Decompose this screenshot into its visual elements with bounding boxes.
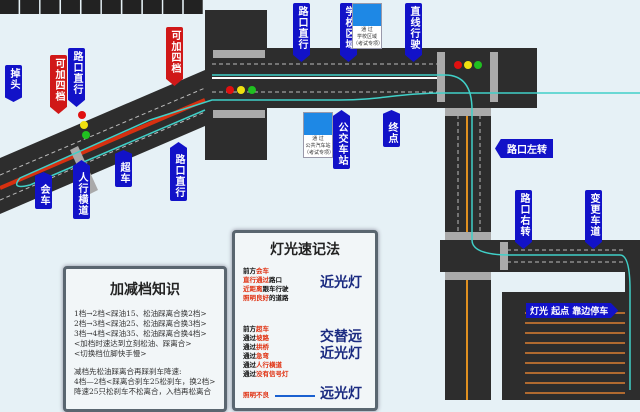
gear-panel-title: 加减档知识 — [110, 282, 180, 298]
tag-lane-change: 变更车道 — [585, 190, 602, 249]
school-zone-sign: 通 过学校区域（考试专项） — [352, 3, 383, 49]
light-condition: 直行通过路口 — [243, 276, 282, 284]
gear-line: 减档先松油踩离合再踩刹车降速: — [74, 367, 182, 376]
parking-banner: 灯光 起点 靠边停车 — [526, 303, 619, 318]
tag-meeting: 会车 — [35, 172, 52, 209]
tag-u-turn: 掉头 — [5, 65, 22, 102]
gear-line: 降速25只松刹车不松离合，入档再松离合 — [74, 387, 212, 396]
tag-bus-stop: 公交车站 — [333, 110, 350, 169]
light-group-2: 前方超车通过坡路通过拱桥通过急弯通过人行横道通过没有信号灯 — [243, 325, 289, 379]
light-condition: 通过拱桥 — [243, 343, 269, 351]
light-condition: 通过坡路 — [243, 334, 269, 342]
tag-end-point: 终点 — [383, 110, 400, 147]
gear-line: 1档→2档<踩油15、松油踩离合换2档> — [74, 309, 207, 318]
tag-add-gear-4-left: 可加四档 — [50, 55, 67, 114]
light-panel-title: 灯光速记法 — [270, 242, 340, 258]
result-alternate-line2: 近光灯 — [320, 346, 362, 362]
tag-straight-drive: 直线行驶 — [405, 3, 422, 62]
result-high-beam: 远光灯 — [320, 386, 362, 402]
school-warning-icon — [353, 4, 381, 26]
tag-left-turn: 路口左转 — [495, 139, 553, 158]
light-condition: 通过急弯 — [243, 352, 269, 360]
traffic-light-1 — [226, 86, 256, 94]
light-condition: 前方超车 — [243, 325, 269, 333]
result-alternate-line1: 交替远 — [320, 329, 362, 345]
light-memory-panel: 灯光速记法 前方会车直行通过路口近距离跟车行驶照明良好的道路 近光灯 前方超车通… — [232, 230, 378, 411]
traffic-light-3 — [78, 111, 90, 139]
tag-add-gear-4-right: 可加四档 — [166, 27, 183, 86]
light-condition: 通过没有信号灯 — [243, 370, 289, 378]
tag-crosswalk: 人行横道 — [73, 160, 90, 219]
gear-line: 2档→3档<踩油25、松油踩离合换3档> — [74, 319, 207, 328]
gear-line: 4档—2档<踩离合刹车25松刹车，换2档> — [74, 377, 216, 386]
tag-straight-2: 路口直行 — [293, 3, 310, 62]
gear-line: 3档→4档<踩油35、松油踩离合换4档> — [74, 329, 207, 338]
road-map — [0, 10, 640, 400]
bus-icon — [304, 113, 332, 135]
light-group-1: 前方会车直行通过路口近距离跟车行驶照明良好的道路 — [243, 267, 289, 303]
light-condition: 通过人行横道 — [243, 361, 282, 369]
light-condition: 近距离跟车行驶 — [243, 285, 289, 293]
result-low-beam: 近光灯 — [320, 275, 362, 291]
light-condition: 照明良好的道路 — [243, 294, 289, 302]
tag-right-turn: 路口右转 — [515, 190, 532, 249]
page-title-cropped: ▇▇▇▇▇▇▇▇▇▇ — [0, 0, 205, 14]
traffic-light-2 — [454, 61, 482, 69]
route-line — [15, 74, 640, 390]
tag-straight-3: 路口直行 — [170, 142, 187, 201]
light-condition: 前方会车 — [243, 267, 269, 275]
gear-knowledge-panel: 加减档知识 1档→2档<踩油15、松油踩离合换2档>2档→3档<踩油25、松油踩… — [63, 266, 227, 412]
gear-line: <加档时速达到立刻松油、踩离合> — [74, 339, 192, 348]
gear-line — [74, 359, 224, 367]
gear-line: <切换档位脚快手慢> — [74, 349, 147, 358]
bus-stop-sign: 通 过公共汽车站（考试专项） — [303, 112, 334, 158]
tag-straight-1: 路口直行 — [68, 48, 85, 107]
poor-lighting: 照明不良 — [243, 391, 269, 399]
right-road — [440, 240, 640, 272]
arrow-icon — [275, 395, 315, 397]
tag-overtake: 超车 — [115, 150, 132, 187]
